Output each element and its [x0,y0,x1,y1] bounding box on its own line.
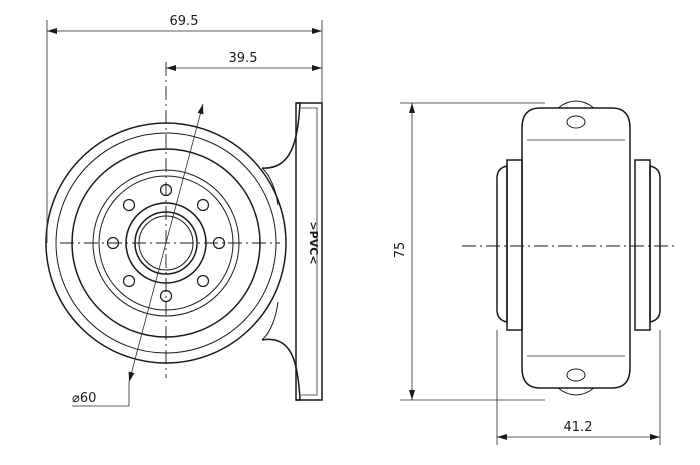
dim-label-diameter-60: ⌀60 [72,391,96,406]
dimension-height: 75 [393,102,545,401]
pvc-marking: >PVC< [307,221,320,264]
dimension-side-width: 41.2 [496,330,661,445]
dimension-overall-width: 69.5 [46,14,323,243]
dim-label-69-5: 69.5 [170,14,199,29]
bolt-hole [122,274,136,288]
bolt-hole [196,198,210,212]
dim-label-41-2: 41.2 [564,420,593,435]
front-view: >PVC< [45,62,323,401]
bolt-hole [122,198,136,212]
bolt-hole [196,274,210,288]
bottom-mount-hole [566,368,586,382]
side-view [462,100,678,396]
dimension-center-offset: 39.5 [166,51,322,71]
dim-label-75: 75 [393,242,408,259]
mounting-bracket [261,102,323,401]
dim-label-39-5: 39.5 [229,51,258,66]
top-mount-hole [566,115,586,129]
dimension-diameter: ⌀60 [72,103,204,407]
